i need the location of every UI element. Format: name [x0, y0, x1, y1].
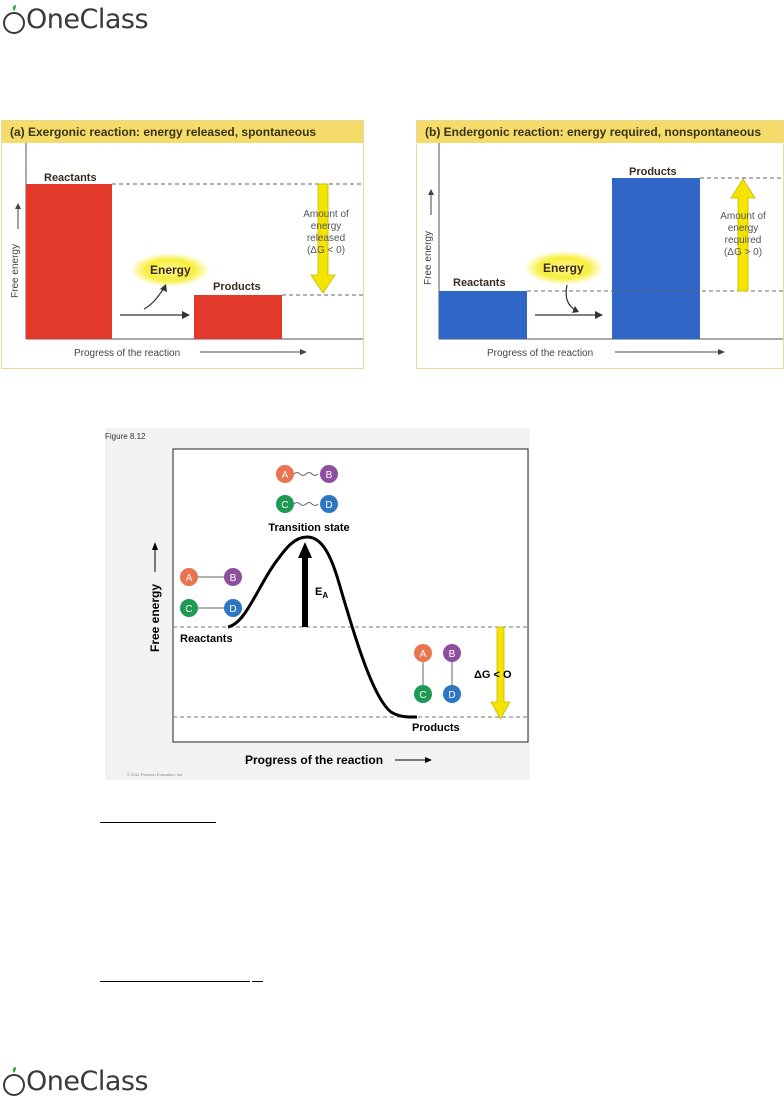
panel-endergonic: (b) Endergonic reaction: energy required… [416, 120, 784, 369]
svg-text:B: B [230, 573, 237, 584]
products-bar-a [194, 295, 282, 339]
copyright-text: © 2011 Pearson Education, Inc. [127, 772, 183, 777]
reactants-bar-b [439, 291, 527, 339]
oneclass-logo-bottom: OneClass [2, 1066, 149, 1098]
energy-glow-a [130, 253, 210, 287]
brand-text-bottom: OneClass [26, 1066, 149, 1097]
amount-text-b-1: Amount of [720, 211, 766, 222]
figure-ylabel: Free energy [148, 584, 162, 652]
amount-text-a-3: released [307, 233, 345, 244]
apple-icon [3, 1067, 25, 1096]
svg-text:D: D [325, 500, 332, 511]
product-atom-b: B [443, 644, 461, 662]
svg-text:B: B [449, 649, 456, 660]
products-label: Products [412, 722, 460, 734]
svg-text:C: C [281, 500, 288, 511]
amount-text-b-3: required [725, 235, 762, 246]
energy-glow-b [524, 251, 604, 285]
reactant-atom-c: C [180, 599, 198, 617]
reactants-label: Reactants [180, 633, 233, 645]
amount-text-b-2: energy [728, 223, 759, 234]
amount-text-a-4: (ΔG < 0) [307, 245, 345, 256]
svg-text:D: D [229, 604, 236, 615]
product-atom-d: D [443, 685, 461, 703]
energy-label-a: Energy [150, 263, 191, 277]
reactant-atom-d: D [224, 599, 242, 617]
amount-text-a-2: energy [311, 221, 342, 232]
products-label-b: Products [629, 166, 677, 178]
reactants-label-b: Reactants [453, 277, 506, 289]
ts-atom-b: B [320, 465, 338, 483]
product-atom-a: A [414, 644, 432, 662]
activation-energy-diagram: Figure 8.12 EA ΔG < O A B C D Transition… [105, 432, 529, 777]
brand-text-top: OneClass [26, 4, 149, 35]
products-bar-b [612, 178, 700, 339]
panel-b-ylabel: Free energy [423, 231, 434, 285]
panel-exergonic: (a) Exergonic reaction: energy released,… [1, 120, 364, 369]
ea-label: EA [315, 586, 328, 600]
ts-atom-c: C [276, 495, 294, 513]
figure-8-12: Figure 8.12 EA ΔG < O A B C D Transition… [105, 428, 530, 780]
blank-line-3 [252, 981, 263, 982]
panel-a-xlabel: Progress of the reaction [74, 348, 180, 359]
svg-text:A: A [186, 573, 193, 584]
products-label-a: Products [213, 281, 261, 293]
panel-a-title: (a) Exergonic reaction: energy released,… [2, 121, 363, 143]
figure-xlabel: Progress of the reaction [245, 753, 383, 767]
svg-text:C: C [185, 604, 192, 615]
ea-arrow-head [298, 542, 312, 558]
svg-text:C: C [419, 690, 426, 701]
reactants-label-a: Reactants [44, 172, 97, 184]
panel-b-xlabel: Progress of the reaction [487, 348, 593, 359]
svg-text:A: A [282, 470, 289, 481]
figure-label: Figure 8.12 [105, 432, 146, 441]
blank-line-1 [100, 822, 216, 823]
ts-atom-d: D [320, 495, 338, 513]
energy-label-b: Energy [543, 261, 584, 275]
svg-text:A: A [420, 649, 427, 660]
ea-arrow-shaft [302, 556, 308, 627]
amount-text-b-4: (ΔG > 0) [724, 247, 762, 258]
ts-atom-a: A [276, 465, 294, 483]
amount-text-a-1: Amount of [303, 209, 349, 220]
svg-text:B: B [326, 470, 333, 481]
svg-text:D: D [448, 690, 455, 701]
reactant-atom-a: A [180, 568, 198, 586]
reactants-bar-a [26, 184, 112, 339]
energy-curve [227, 535, 418, 719]
blank-line-2 [100, 981, 250, 982]
panel-b-title: (b) Endergonic reaction: energy required… [417, 121, 783, 143]
delta-g-label: ΔG < O [474, 669, 512, 681]
product-atom-c: C [414, 685, 432, 703]
amount-arrow-a [310, 183, 336, 294]
panel-a-diagram: Free energy Reactants Products Energy Am… [2, 143, 363, 368]
transition-state-label: Transition state [268, 522, 349, 534]
apple-icon [3, 5, 25, 34]
delta-g-arrow [490, 626, 511, 720]
figure-frame [172, 448, 529, 743]
panel-b-diagram: Free energy Reactants Products Energy Am… [417, 143, 783, 368]
oneclass-logo-top: OneClass [2, 4, 149, 36]
reactant-atom-b: B [224, 568, 242, 586]
amount-arrow-b [730, 178, 756, 292]
panel-a-ylabel: Free energy [10, 244, 21, 298]
